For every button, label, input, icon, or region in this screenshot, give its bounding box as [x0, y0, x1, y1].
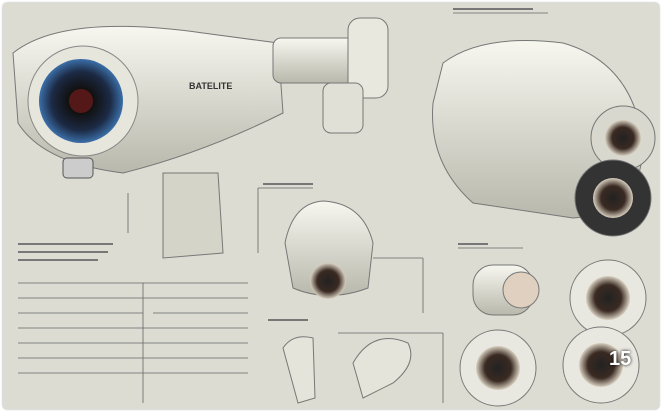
logo-lettering: BATELITE: [189, 81, 232, 91]
small-cameras: [282, 259, 647, 407]
main-camera: [12, 17, 389, 259]
overlay-number: 15: [609, 348, 632, 370]
camera-concept-illustration: BATELITE: [3, 3, 659, 409]
schematic-lines: [18, 12, 548, 403]
middle-dome-camera: [284, 200, 374, 299]
annotation-scribbles: [18, 8, 533, 321]
dome-camera-right: [432, 40, 656, 237]
illustration-canvas: BATELITE: [12, 8, 656, 407]
